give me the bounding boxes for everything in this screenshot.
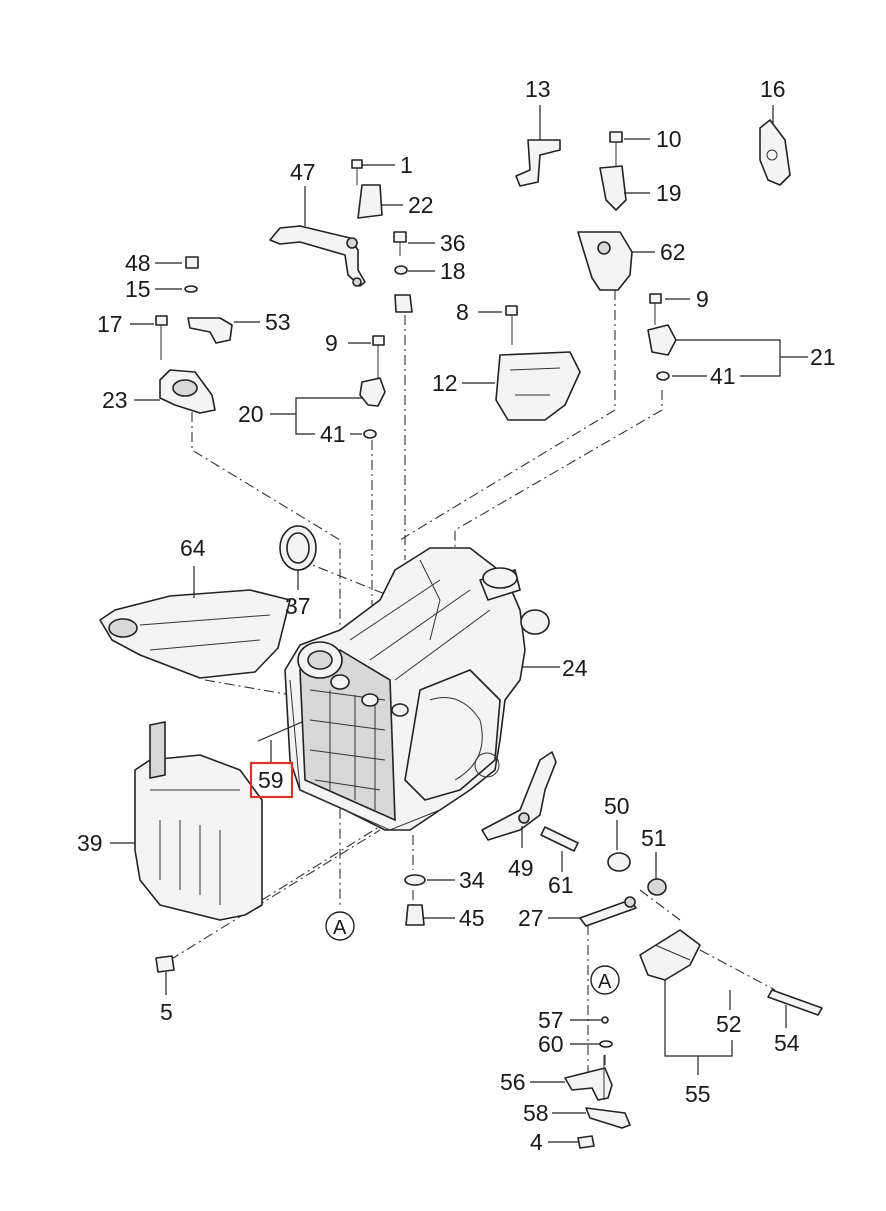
callout-9-left: 9 [325, 330, 338, 356]
callout-21: 21 [810, 344, 836, 370]
callout-51: 51 [641, 825, 667, 851]
callout-45: 45 [459, 905, 485, 931]
parts-bottom-right [481, 751, 823, 1149]
reference-marker-a-case-label: A [333, 917, 347, 939]
callout-53: 53 [265, 309, 291, 335]
transaxle-case [284, 547, 550, 831]
callout-58: 58 [523, 1100, 549, 1126]
parts-top-right [495, 119, 791, 421]
callout-24: 24 [562, 655, 588, 681]
callout-10: 10 [656, 126, 682, 152]
callout-39: 39 [77, 830, 103, 856]
callout-55: 55 [685, 1081, 711, 1107]
callout-1: 1 [400, 152, 413, 178]
reference-markers: A A [325, 911, 620, 995]
callout-37: 37 [285, 593, 311, 619]
callout-12: 12 [432, 370, 458, 396]
callout-18: 18 [440, 258, 466, 284]
callout-27: 27 [518, 905, 544, 931]
callout-17: 17 [97, 311, 123, 337]
callout-60: 60 [538, 1031, 564, 1057]
callout-16: 16 [760, 76, 786, 102]
callout-23: 23 [102, 387, 128, 413]
callout-8: 8 [456, 299, 469, 325]
parts-top-left [155, 159, 413, 571]
callout-20: 20 [238, 401, 264, 427]
callout-41-left: 41 [320, 421, 346, 447]
callout-62: 62 [660, 239, 686, 265]
callout-61: 61 [548, 872, 574, 898]
callout-19: 19 [656, 180, 682, 206]
callout-59: 59 [258, 767, 284, 793]
parts-bottom-left [99, 589, 426, 973]
callout-54: 54 [774, 1030, 800, 1056]
callout-15: 15 [125, 276, 151, 302]
callout-52: 52 [716, 1011, 742, 1037]
callout-9-right: 9 [696, 286, 709, 312]
callout-56: 56 [500, 1069, 526, 1095]
reference-marker-a-case [325, 911, 355, 941]
callout-4: 4 [530, 1129, 543, 1155]
leader-lines [110, 105, 808, 1143]
callout-41-right: 41 [710, 363, 736, 389]
callout-5: 5 [160, 999, 173, 1025]
callout-34: 34 [459, 867, 485, 893]
reference-marker-a-shift [590, 965, 620, 995]
callout-57: 57 [538, 1007, 564, 1033]
callout-36: 36 [440, 230, 466, 256]
callout-64: 64 [180, 535, 206, 561]
callout-48: 48 [125, 250, 151, 276]
callout-22: 22 [408, 192, 434, 218]
callout-labels: 13 16 10 1 47 22 19 36 62 48 18 15 17 53… [77, 76, 836, 1155]
callout-49: 49 [508, 855, 534, 881]
callout-13: 13 [525, 76, 551, 102]
callout-50: 50 [604, 793, 630, 819]
callout-47: 47 [290, 159, 316, 185]
reference-marker-a-shift-label: A [598, 971, 612, 993]
highlight-box-59 [249, 761, 294, 799]
